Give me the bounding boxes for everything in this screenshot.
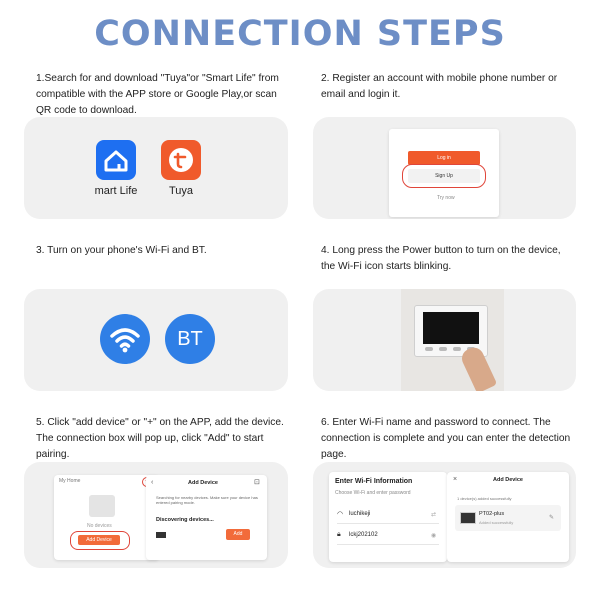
discovering-label: Discovering devices... — [156, 517, 214, 523]
device-screen — [423, 312, 479, 344]
tuya-label: Tuya — [168, 185, 194, 197]
show-password-icon[interactable]: ◉ — [431, 533, 437, 539]
page-title: CONNECTION STEPS — [94, 14, 506, 54]
wifi-info-screen: Enter Wi-Fi Information Choose Wi-Fi and… — [329, 472, 447, 562]
device-thumb — [460, 512, 476, 524]
empty-box-icon — [89, 495, 115, 517]
add-device-title: Add Device — [188, 480, 218, 486]
device-status: Added successfully — [479, 520, 514, 525]
signup-highlight — [402, 164, 486, 188]
step-3-text: 3. Turn on your phone's Wi-Fi and BT. — [36, 245, 207, 256]
close-icon[interactable]: × — [453, 476, 458, 483]
card-add-device: My Home + No devices Add Device ‹ Add De… — [24, 462, 288, 568]
added-count: 1 device(s) added successfully — [457, 496, 512, 501]
add-device-highlight — [70, 531, 130, 550]
device-wall-photo — [401, 289, 504, 391]
card-wifi-bt: BT — [24, 289, 288, 391]
discovering-screen: ‹ Add Device ⊡ Searching for nearby devi… — [146, 475, 267, 560]
edit-icon[interactable]: ✎ — [549, 515, 555, 521]
home-screen: My Home + No devices Add Device — [54, 475, 159, 560]
card-register-login: Log in Sign Up Try now — [313, 117, 576, 219]
wifi-icon — [100, 314, 150, 364]
switch-network-icon[interactable]: ⇄ — [431, 512, 437, 518]
wifi-info-subtitle: Choose Wi-Fi and enter password — [335, 490, 411, 496]
device-name: PT02-plus — [479, 511, 505, 517]
bt-icon: BT — [165, 314, 215, 364]
card-wifi-info: Enter Wi-Fi Information Choose Wi-Fi and… — [313, 462, 576, 568]
wifi-password-field[interactable]: lckj202102 — [349, 532, 378, 538]
discovered-device-icon — [156, 532, 166, 538]
add-device-button[interactable]: Add Device — [78, 535, 120, 545]
bt-label: BT — [177, 328, 203, 350]
wifi-ssid-field[interactable]: luchikeji — [349, 511, 371, 517]
device-panel — [414, 305, 488, 357]
password-divider — [337, 544, 439, 545]
step-5-text: 5. Click "add device" or "+" on the APP,… — [36, 417, 284, 460]
no-devices-label: No devices — [87, 523, 112, 529]
back-icon[interactable]: ‹ — [151, 479, 154, 486]
login-screen: Log in Sign Up Try now — [389, 129, 499, 217]
card-device-power — [313, 289, 576, 391]
finger-pressing — [458, 344, 498, 391]
try-now-link[interactable]: Try now — [437, 195, 455, 201]
searching-text: Searching for nearby devices. Make sure … — [156, 495, 258, 505]
add-button[interactable]: Add — [226, 529, 250, 540]
tuya-app-icon[interactable] — [161, 140, 201, 180]
wifi-divider — [337, 523, 439, 524]
card-download-apps: mart Life Tuya — [24, 117, 288, 219]
smart-life-app-icon[interactable] — [96, 140, 136, 180]
signup-button[interactable]: Sign Up — [408, 169, 480, 183]
step-1-text: 1.Search for and download "Tuya"or "Smar… — [36, 73, 279, 116]
step-4-text: 4. Long press the Power button to turn o… — [321, 245, 561, 272]
wifi-info-title: Enter Wi-Fi Information — [335, 478, 413, 485]
added-screen: × Add Device 1 device(s) added successfu… — [447, 472, 569, 562]
smart-life-label: mart Life — [94, 185, 138, 197]
added-title: Add Device — [493, 477, 523, 483]
step-2-text: 2. Register an account with mobile phone… — [321, 73, 558, 100]
scan-icon[interactable]: ⊡ — [254, 479, 260, 486]
wifi-ssid-icon: ◠ — [337, 511, 344, 518]
login-button[interactable]: Log in — [408, 151, 480, 165]
home-label: My Home — [59, 478, 81, 484]
step-6-text: 6. Enter Wi-Fi name and password to conn… — [321, 417, 571, 460]
lock-icon: 🔒︎ — [337, 531, 341, 538]
device-row[interactable]: PT02-plus Added successfully ✎ — [455, 505, 561, 531]
